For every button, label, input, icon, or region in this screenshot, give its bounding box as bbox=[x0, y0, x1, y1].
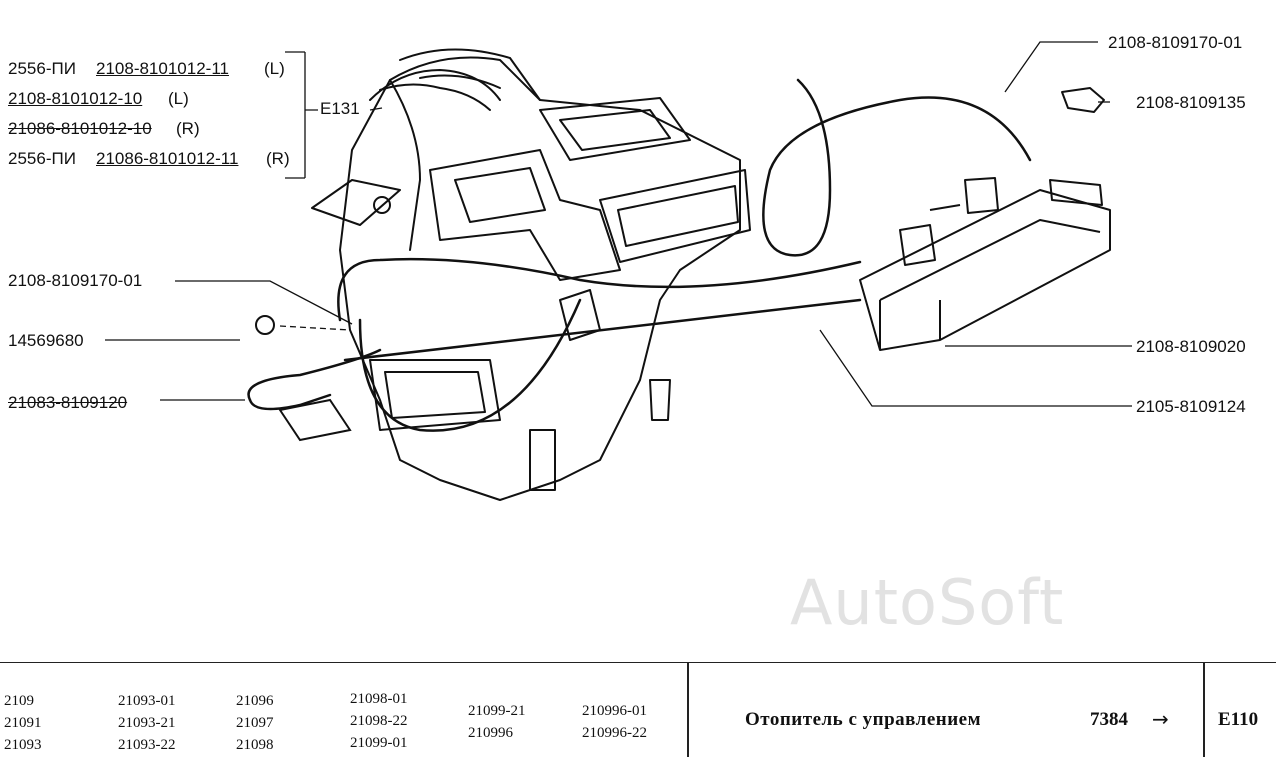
label-2108-8101012-11: 2108-8101012-11 bbox=[96, 59, 229, 78]
model-code: 21099-01 bbox=[350, 735, 408, 751]
footer-divider bbox=[1203, 663, 1205, 757]
page-number: 7384 bbox=[1090, 709, 1128, 730]
label-e131: E131 bbox=[320, 99, 360, 118]
model-code: 21098-01 bbox=[350, 691, 408, 707]
label-side-l-1: (L) bbox=[264, 59, 285, 78]
section-code: E110 bbox=[1218, 709, 1259, 730]
label-2556-pi-2: 2556-ПИ bbox=[8, 149, 76, 168]
label-side-r-2: (R) bbox=[266, 149, 290, 168]
footer: 2109 21091 21093 21093-01 21093-21 21093… bbox=[0, 662, 1276, 757]
label-side-l-2: (L) bbox=[168, 89, 189, 108]
label-cable-top-right: 2108-8109170-01 bbox=[1108, 33, 1243, 52]
label-valve: 21083-8109120 bbox=[8, 393, 128, 412]
heater-assembly-drawing bbox=[105, 41, 1132, 501]
label-control-panel: 2108-8109020 bbox=[1136, 337, 1246, 356]
page-title: Отопитель с управлением bbox=[745, 709, 982, 730]
label-21086-8101012-11: 21086-8101012-11 bbox=[96, 149, 239, 168]
model-code: 21098-22 bbox=[350, 713, 408, 729]
model-code: 210996-22 bbox=[582, 725, 647, 741]
model-code: 21096 bbox=[236, 693, 274, 709]
label-clip: 14569680 bbox=[8, 331, 84, 350]
label-21086-8101012-10: 21086-8101012-10 bbox=[8, 119, 152, 138]
footer-divider bbox=[687, 663, 689, 757]
model-code: 21093 bbox=[4, 737, 42, 753]
arrow-right-icon: → bbox=[1152, 707, 1169, 731]
label-2556-pi-1: 2556-ПИ bbox=[8, 59, 76, 78]
model-code: 21093-21 bbox=[118, 715, 176, 731]
label-bracket-top-right: 2108-8109135 bbox=[1136, 93, 1246, 112]
model-code: 21097 bbox=[236, 715, 274, 731]
model-code: 21093-01 bbox=[118, 693, 176, 709]
model-code: 21093-22 bbox=[118, 737, 176, 753]
model-code: 2109 bbox=[4, 693, 34, 709]
label-cable-bottom-right: 2105-8109124 bbox=[1136, 397, 1246, 416]
label-cable-left: 2108-8109170-01 bbox=[8, 271, 143, 290]
model-code: 21091 bbox=[4, 715, 42, 731]
model-code: 210996-01 bbox=[582, 703, 647, 719]
model-code: 21099-21 bbox=[468, 703, 526, 719]
model-code: 210996 bbox=[468, 725, 513, 741]
model-code: 21098 bbox=[236, 737, 274, 753]
watermark: AutoSoft bbox=[790, 566, 1065, 639]
label-2108-8101012-10: 2108-8101012-10 bbox=[8, 89, 143, 108]
label-side-r-1: (R) bbox=[176, 119, 200, 138]
